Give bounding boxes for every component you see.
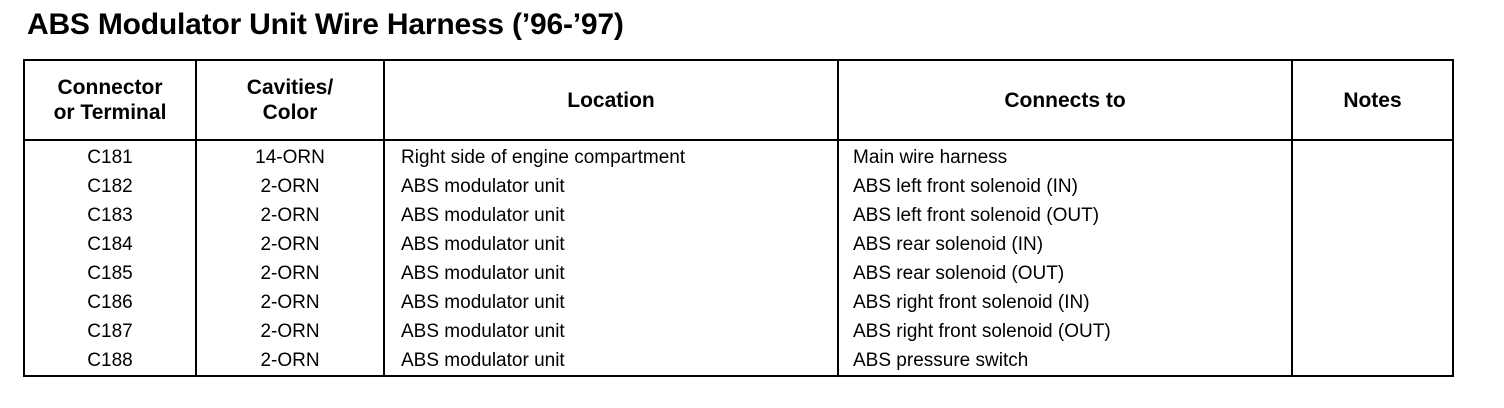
location-cell: ABS modulator unit xyxy=(401,292,565,313)
cavities-cell: 2-ORN xyxy=(260,292,320,313)
connects-to-cell: ABS right front solenoid (OUT) xyxy=(853,321,1111,342)
header-connector-line2: or Terminal xyxy=(53,101,167,124)
cavities-cell: 2-ORN xyxy=(260,176,320,197)
connects-to-cell: ABS pressure switch xyxy=(853,350,1029,371)
connector-cell: C187 xyxy=(87,321,133,342)
cavities-column: 14-ORN 2-ORN 2-ORN 2-ORN 2-ORN 2-ORN 2-O… xyxy=(195,140,385,376)
table-body-row: C181 C182 C183 C184 C185 C186 C187 C188 … xyxy=(23,140,1454,376)
page-title: ABS Modulator Unit Wire Harness (’96-’97… xyxy=(27,8,624,41)
wire-harness-table: Connector or Terminal Cavities/ Color Lo… xyxy=(23,59,1454,377)
connector-cell: C182 xyxy=(87,176,133,197)
connector-cell: C185 xyxy=(87,263,133,284)
connects-to-column: Main wire harness ABS left front solenoi… xyxy=(837,140,1293,376)
connector-cell: C181 xyxy=(87,147,133,168)
connects-to-cell: ABS left front solenoid (IN) xyxy=(853,176,1078,197)
location-cell: Right side of engine compartment xyxy=(401,147,686,168)
notes-column xyxy=(1291,140,1454,376)
header-cavities-line2: Color xyxy=(262,101,318,124)
connects-to-cell: ABS right front solenoid (IN) xyxy=(853,292,1090,313)
header-location: Location xyxy=(383,60,839,141)
cavities-cell: 2-ORN xyxy=(260,321,320,342)
location-cell: ABS modulator unit xyxy=(401,176,565,197)
connects-to-cell: ABS rear solenoid (IN) xyxy=(853,234,1044,255)
connects-to-cell: ABS left front solenoid (OUT) xyxy=(853,205,1100,226)
header-connector-line1: Connector xyxy=(57,76,163,99)
connector-cell: C183 xyxy=(87,205,133,226)
connector-cell: C186 xyxy=(87,292,133,313)
location-cell: ABS modulator unit xyxy=(401,321,565,342)
location-cell: ABS modulator unit xyxy=(401,205,565,226)
header-cavities-line1: Cavities/ xyxy=(246,76,334,99)
cavities-cell: 2-ORN xyxy=(260,234,320,255)
header-notes: Notes xyxy=(1291,60,1454,141)
cavities-cell: 2-ORN xyxy=(260,263,320,284)
cavities-cell: 14-ORN xyxy=(255,147,325,168)
table-header-row: Connector or Terminal Cavities/ Color Lo… xyxy=(23,60,1454,141)
cavities-cell: 2-ORN xyxy=(260,205,320,226)
location-column: Right side of engine compartment ABS mod… xyxy=(383,140,839,376)
cavities-cell: 2-ORN xyxy=(260,350,320,371)
header-connector: Connector or Terminal xyxy=(23,60,197,141)
location-cell: ABS modulator unit xyxy=(401,234,565,255)
connects-to-cell: ABS rear solenoid (OUT) xyxy=(853,263,1065,284)
location-cell: ABS modulator unit xyxy=(401,263,565,284)
header-connects-to: Connects to xyxy=(837,60,1293,141)
location-cell: ABS modulator unit xyxy=(401,350,565,371)
connector-cell: C188 xyxy=(87,350,133,371)
header-cavities: Cavities/ Color xyxy=(195,60,385,141)
connector-cell: C184 xyxy=(87,234,133,255)
connects-to-cell: Main wire harness xyxy=(853,147,1008,168)
connector-column: C181 C182 C183 C184 C185 C186 C187 C188 xyxy=(23,140,197,376)
